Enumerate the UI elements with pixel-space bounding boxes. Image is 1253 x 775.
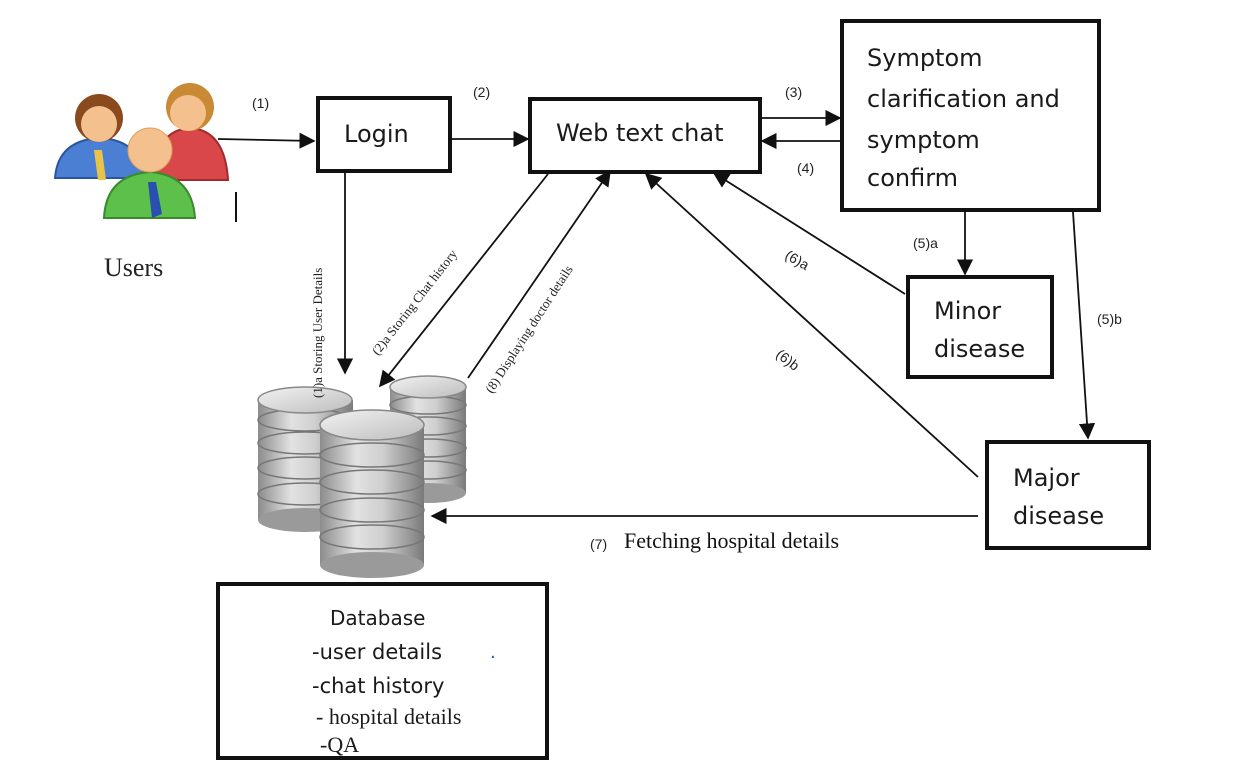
edge-label-7-text: Fetching hospital details xyxy=(624,528,839,553)
edge-label-7-num: (7) xyxy=(590,536,607,552)
edge-label-1a: (1)a Storing User Details xyxy=(310,268,325,398)
users-group-icon xyxy=(53,83,230,219)
database-item-user-details: -user details xyxy=(312,640,443,664)
edge-label-8: (8) Displaying doctor details xyxy=(482,262,576,395)
database-item-hospital-details: - hospital details xyxy=(316,704,462,729)
webchat-label: Web text chat xyxy=(556,119,724,147)
login-label: Login xyxy=(344,120,409,148)
users-label: Users xyxy=(104,253,163,282)
database-box: Database -user details . -chat history -… xyxy=(216,582,549,760)
edge-label-1: (1) xyxy=(252,95,269,111)
symptom-label-line-1: Symptom xyxy=(867,44,983,72)
edge-major-webchat xyxy=(644,172,979,478)
webchat-box: Web text chat xyxy=(528,97,762,174)
database-item-chat-history: -chat history xyxy=(312,674,445,698)
edge-minor-webchat xyxy=(712,172,906,295)
edge-label-5b: (5)b xyxy=(1097,311,1122,327)
login-box: Login xyxy=(316,96,452,173)
symptom-label-line-2: clarification and xyxy=(867,85,1060,113)
edge-label-4: (4) xyxy=(797,160,814,176)
edge-database-webchat xyxy=(467,169,611,379)
edge-webchat-database xyxy=(378,173,549,388)
major-label-line-1: Major xyxy=(1013,464,1080,492)
database-title: Database xyxy=(330,606,426,630)
edge-label-6a: (6)a xyxy=(783,247,813,273)
minor-label-line-2: disease xyxy=(934,335,1026,363)
edge-symptom-major xyxy=(1072,211,1096,440)
edge-label-6b: (6)b xyxy=(773,346,803,374)
symptom-label-line-3: symptom xyxy=(867,126,980,154)
edge-users-login xyxy=(217,132,316,149)
database-item-qa: -QA xyxy=(320,732,360,757)
symptom-label-line-4: confirm xyxy=(867,164,959,192)
edge-label-5a: (5)a xyxy=(913,235,938,251)
edge-label-2: (2) xyxy=(473,84,490,100)
minor-disease-box: Minor disease xyxy=(906,275,1054,379)
database-dot: . xyxy=(490,642,496,663)
edge-label-3: (3) xyxy=(785,84,802,100)
symptom-box: Symptom clarification and symptom confir… xyxy=(840,19,1101,212)
major-disease-box: Major disease xyxy=(985,440,1151,550)
database-stack-icon xyxy=(257,375,467,578)
major-label-line-2: disease xyxy=(1013,502,1105,530)
minor-label-line-1: Minor xyxy=(934,297,1002,325)
